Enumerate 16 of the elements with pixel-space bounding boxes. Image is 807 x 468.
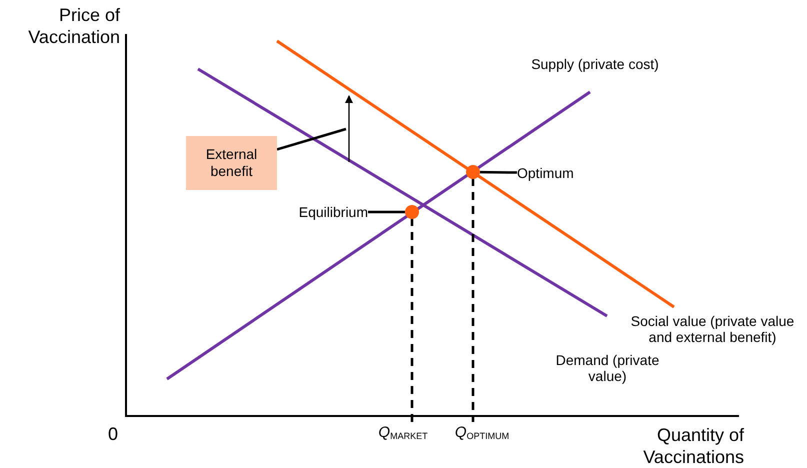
curve-label: Social value (private value and external benefit) xyxy=(630,313,796,345)
quantity-tick-label: Q$_{OPTIMUM}$ xyxy=(454,424,510,442)
quantity-tick-label: Q$_{MARKET}$ xyxy=(377,424,429,442)
curve-label: Demand (private value) xyxy=(554,352,660,384)
origin-label: 0 xyxy=(106,424,119,444)
equilibrium-point xyxy=(405,205,419,219)
optimum-point xyxy=(466,165,480,179)
callout-box: External benefit xyxy=(186,136,277,190)
axis-title: Quantity of Vaccinations xyxy=(642,424,744,468)
leader-line xyxy=(480,170,518,174)
point-label: Optimum xyxy=(517,164,587,182)
point-label: Equilibrium xyxy=(282,203,368,221)
axis-title: Price of Vaccination xyxy=(27,4,120,48)
leader-line xyxy=(276,128,346,151)
leader-line xyxy=(368,210,405,214)
curve-label: Supply (private cost) xyxy=(530,56,660,72)
